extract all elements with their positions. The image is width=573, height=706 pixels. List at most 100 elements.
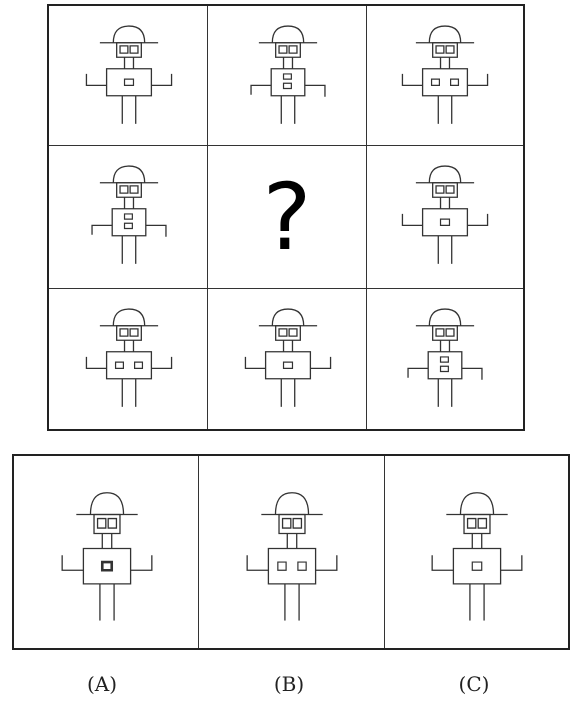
robot-body xyxy=(106,69,151,96)
hat-dome xyxy=(113,309,144,326)
robot-body xyxy=(453,548,500,583)
eye-left xyxy=(436,186,444,193)
robot-figure xyxy=(389,164,501,268)
eye-left xyxy=(120,186,128,193)
robot-body xyxy=(428,352,462,379)
robot-body xyxy=(265,352,310,379)
robot-body xyxy=(423,209,468,236)
body-window xyxy=(451,79,459,85)
grid-cell xyxy=(208,6,367,146)
hat-dome xyxy=(429,309,460,326)
arm-left xyxy=(408,368,428,377)
option-label-c: (C) xyxy=(434,672,514,696)
answer-options xyxy=(12,454,570,650)
arm-left xyxy=(247,555,268,570)
arm-right xyxy=(500,555,521,570)
arm-right xyxy=(151,357,171,368)
arm-left xyxy=(432,555,453,570)
eye-right xyxy=(446,46,454,53)
body-window xyxy=(441,219,450,225)
grid-cell: ? xyxy=(208,146,367,289)
grid-cell xyxy=(49,146,208,289)
eye-right xyxy=(130,46,138,53)
body-window xyxy=(298,562,306,570)
eye-right xyxy=(108,519,116,529)
body-window xyxy=(472,562,481,570)
hat-dome xyxy=(272,26,303,43)
body-window xyxy=(432,79,440,85)
hat-dome xyxy=(113,26,144,43)
hat-dome xyxy=(272,309,303,326)
answer-option-b[interactable] xyxy=(199,456,385,648)
question-mark: ? xyxy=(208,146,366,288)
body-window xyxy=(283,74,291,79)
arm-right xyxy=(310,357,330,368)
eye-left xyxy=(120,329,128,336)
body-window xyxy=(124,223,132,228)
eye-right xyxy=(130,186,138,193)
body-window xyxy=(102,562,111,570)
robot-body xyxy=(83,548,130,583)
eye-left xyxy=(467,519,475,529)
body-window xyxy=(283,362,292,368)
grid-cell xyxy=(208,289,367,429)
option-label-a: (A) xyxy=(62,672,142,696)
arm-right xyxy=(151,74,171,85)
eye-right xyxy=(478,519,486,529)
grid-cell xyxy=(49,289,208,429)
robot-figure xyxy=(389,307,501,411)
body-window xyxy=(441,357,449,362)
grid-cell xyxy=(49,6,208,146)
body-window xyxy=(124,214,132,219)
eye-right xyxy=(446,329,454,336)
eye-right xyxy=(446,186,454,193)
eye-left xyxy=(120,46,128,53)
arm-left xyxy=(245,357,265,368)
arm-left xyxy=(402,74,422,85)
arm-right xyxy=(316,555,337,570)
robot-figure xyxy=(48,490,166,626)
eye-left xyxy=(279,329,287,336)
arm-left xyxy=(251,85,271,94)
body-window xyxy=(278,562,286,570)
robot-figure xyxy=(232,24,344,128)
hat-dome xyxy=(460,493,493,515)
arm-right xyxy=(304,85,324,96)
eye-right xyxy=(130,329,138,336)
arm-right xyxy=(467,74,487,85)
robot-body xyxy=(423,69,468,96)
robot-body xyxy=(112,209,146,236)
eye-left xyxy=(283,519,291,529)
grid-cell xyxy=(367,289,523,429)
robot-figure xyxy=(232,307,344,411)
robot-figure xyxy=(73,24,185,128)
body-window xyxy=(441,366,449,371)
robot-figure xyxy=(73,307,185,411)
body-window xyxy=(134,362,142,368)
eye-left xyxy=(97,519,105,529)
arm-left xyxy=(62,555,83,570)
hat-dome xyxy=(275,493,308,515)
eye-right xyxy=(289,46,297,53)
answer-option-c[interactable] xyxy=(385,456,568,648)
eye-left xyxy=(436,46,444,53)
hat-dome xyxy=(113,166,144,183)
robot-figure xyxy=(73,164,185,268)
hat-dome xyxy=(429,166,460,183)
grid-cell xyxy=(367,6,523,146)
eye-left xyxy=(436,329,444,336)
arm-left xyxy=(86,357,106,368)
hat-dome xyxy=(90,493,123,515)
arm-left xyxy=(402,214,422,225)
arm-right xyxy=(467,214,487,225)
eye-right xyxy=(293,519,301,529)
arm-left xyxy=(86,74,106,85)
grid-cell xyxy=(367,146,523,289)
arm-right xyxy=(130,555,151,570)
robot-body xyxy=(271,69,305,96)
robot-body xyxy=(106,352,151,379)
answer-option-a[interactable] xyxy=(14,456,199,648)
option-label-b: (B) xyxy=(249,672,329,696)
robot-figure xyxy=(389,24,501,128)
robot-figure xyxy=(418,490,536,626)
